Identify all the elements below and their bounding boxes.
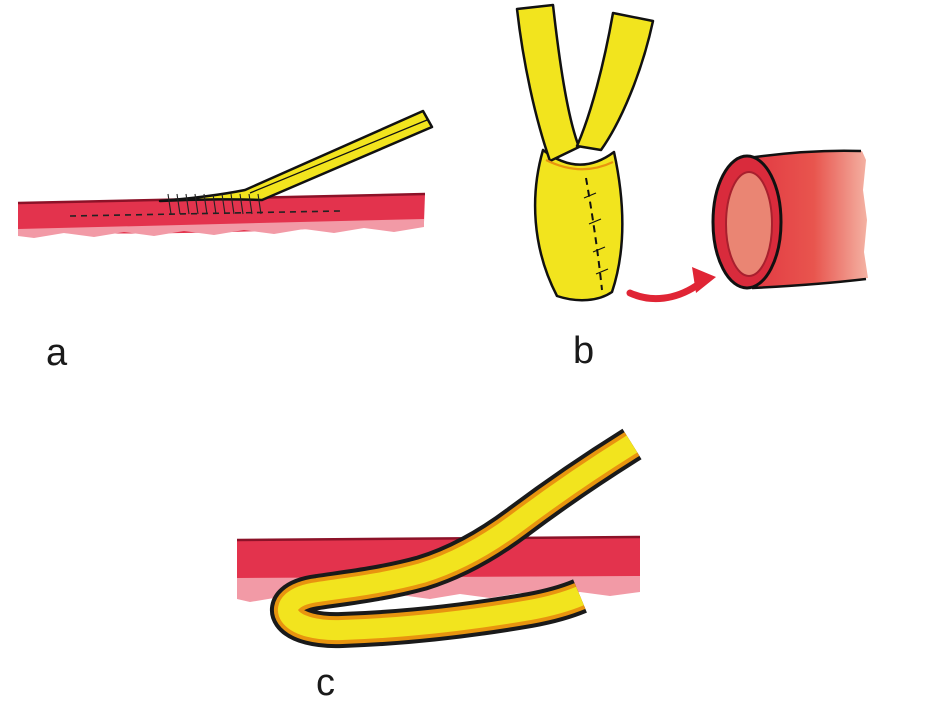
nerve-trunk [533,148,624,302]
panel-a-label: a [46,332,68,374]
panel-b-label: b [573,330,595,372]
trunk-suture-line [585,177,603,291]
red-arrow-icon [626,282,700,303]
panel-b-illustration [515,3,868,303]
nerve-branch-left [515,3,581,163]
folded-nerve-core [278,435,638,641]
vessel-band-top-edge [236,535,641,542]
nerve-branch-right [575,11,655,152]
nerve-branch-inner-line [249,119,428,194]
junction-seam-line [545,159,614,171]
vessel-tube-top-edge [747,149,862,160]
panel-c-illustration [236,428,642,649]
panel-a-illustration [17,109,434,238]
dashed-suture-line [69,210,341,217]
suture-hatch-marks [167,193,262,215]
nerve-branch [158,109,434,203]
trunk-suture-ticks [583,192,609,275]
vessel-band-lower-strip [18,219,424,238]
vessel-tube-lumen [725,171,773,277]
vessel-tube-bottom-edge [751,277,867,290]
panel-c-label: c [316,662,335,704]
red-arrow-head [692,267,716,293]
